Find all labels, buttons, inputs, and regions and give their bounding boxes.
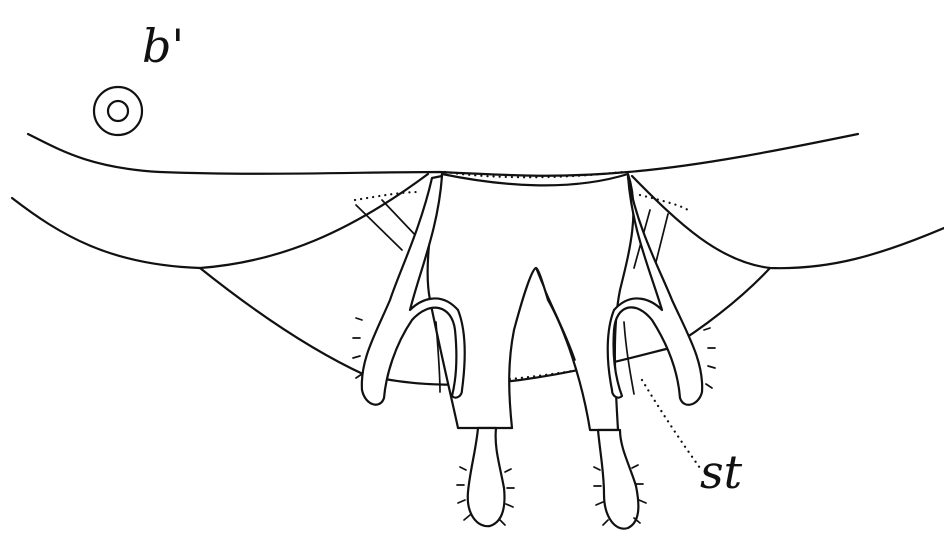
right-lower-segment bbox=[632, 176, 944, 268]
bristles bbox=[353, 318, 715, 525]
label-b-prime: b' bbox=[142, 19, 184, 73]
label-st: st bbox=[700, 445, 743, 499]
concentric-circle-symbol bbox=[94, 87, 142, 135]
bottom-plate-curve bbox=[365, 348, 670, 385]
left-dotted-line bbox=[355, 192, 420, 200]
right-cercus bbox=[598, 430, 638, 529]
left-strut bbox=[356, 200, 418, 250]
upper-body-contour bbox=[28, 134, 858, 176]
left-cercus bbox=[468, 428, 505, 526]
left-lower-segment bbox=[12, 174, 428, 268]
left-inner-line bbox=[200, 268, 365, 375]
